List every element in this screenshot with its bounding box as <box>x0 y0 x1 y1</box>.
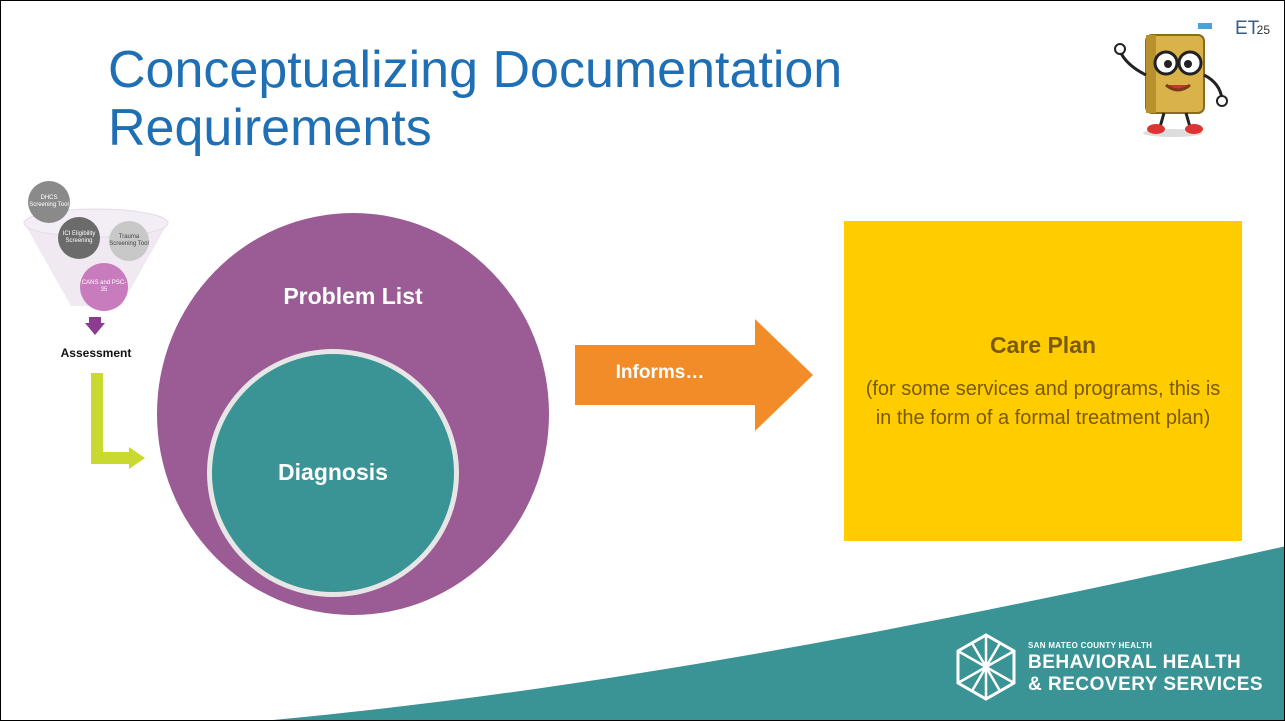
assessment-connector-arrow <box>91 373 145 469</box>
problem-list-label: Problem List <box>283 283 423 309</box>
funnel-item-cans: CANS and PSC-35 <box>80 263 128 311</box>
care-plan-description: (for some services and programs, this is… <box>865 378 1221 429</box>
logo-county-text: SAN MATEO COUNTY HEALTH <box>1028 641 1153 650</box>
informs-arrow <box>575 319 813 431</box>
bhrs-logo-icon <box>956 633 1016 701</box>
care-plan-title: Care Plan <box>989 332 1097 358</box>
funnel-item-trauma: Trauma Screening Tool <box>109 221 149 261</box>
slide-title: Conceptualizing Documentation Requiremen… <box>108 41 1068 157</box>
logo-line-2: & RECOVERY SERVICES <box>1028 674 1264 695</box>
funnel-arrow-stem <box>89 317 101 325</box>
et-label: ET <box>1235 18 1260 39</box>
informs-label: Informs… <box>615 362 705 383</box>
title-line-2: Requirements <box>108 99 432 157</box>
diagnosis-label: Diagnosis <box>278 459 388 485</box>
screening-funnel: DHCS Screening Tool ICI Eligibility Scre… <box>21 181 171 321</box>
diagnosis-circle <box>207 349 459 597</box>
book-mascot-icon <box>1114 23 1228 137</box>
assessment-label: Assessment <box>60 346 132 360</box>
logo-line-1: BEHAVIORAL HEALTH <box>1028 652 1242 673</box>
slide-number: 25 <box>1256 23 1270 37</box>
funnel-arrow-head <box>85 323 105 335</box>
title-line-1: Conceptualizing Documentation <box>108 41 843 99</box>
funnel-item-ici: ICI Eligibility Screening <box>58 217 100 259</box>
care-plan-box <box>844 221 1242 541</box>
funnel-item-dhcs: DHCS Screening Tool <box>28 181 70 223</box>
